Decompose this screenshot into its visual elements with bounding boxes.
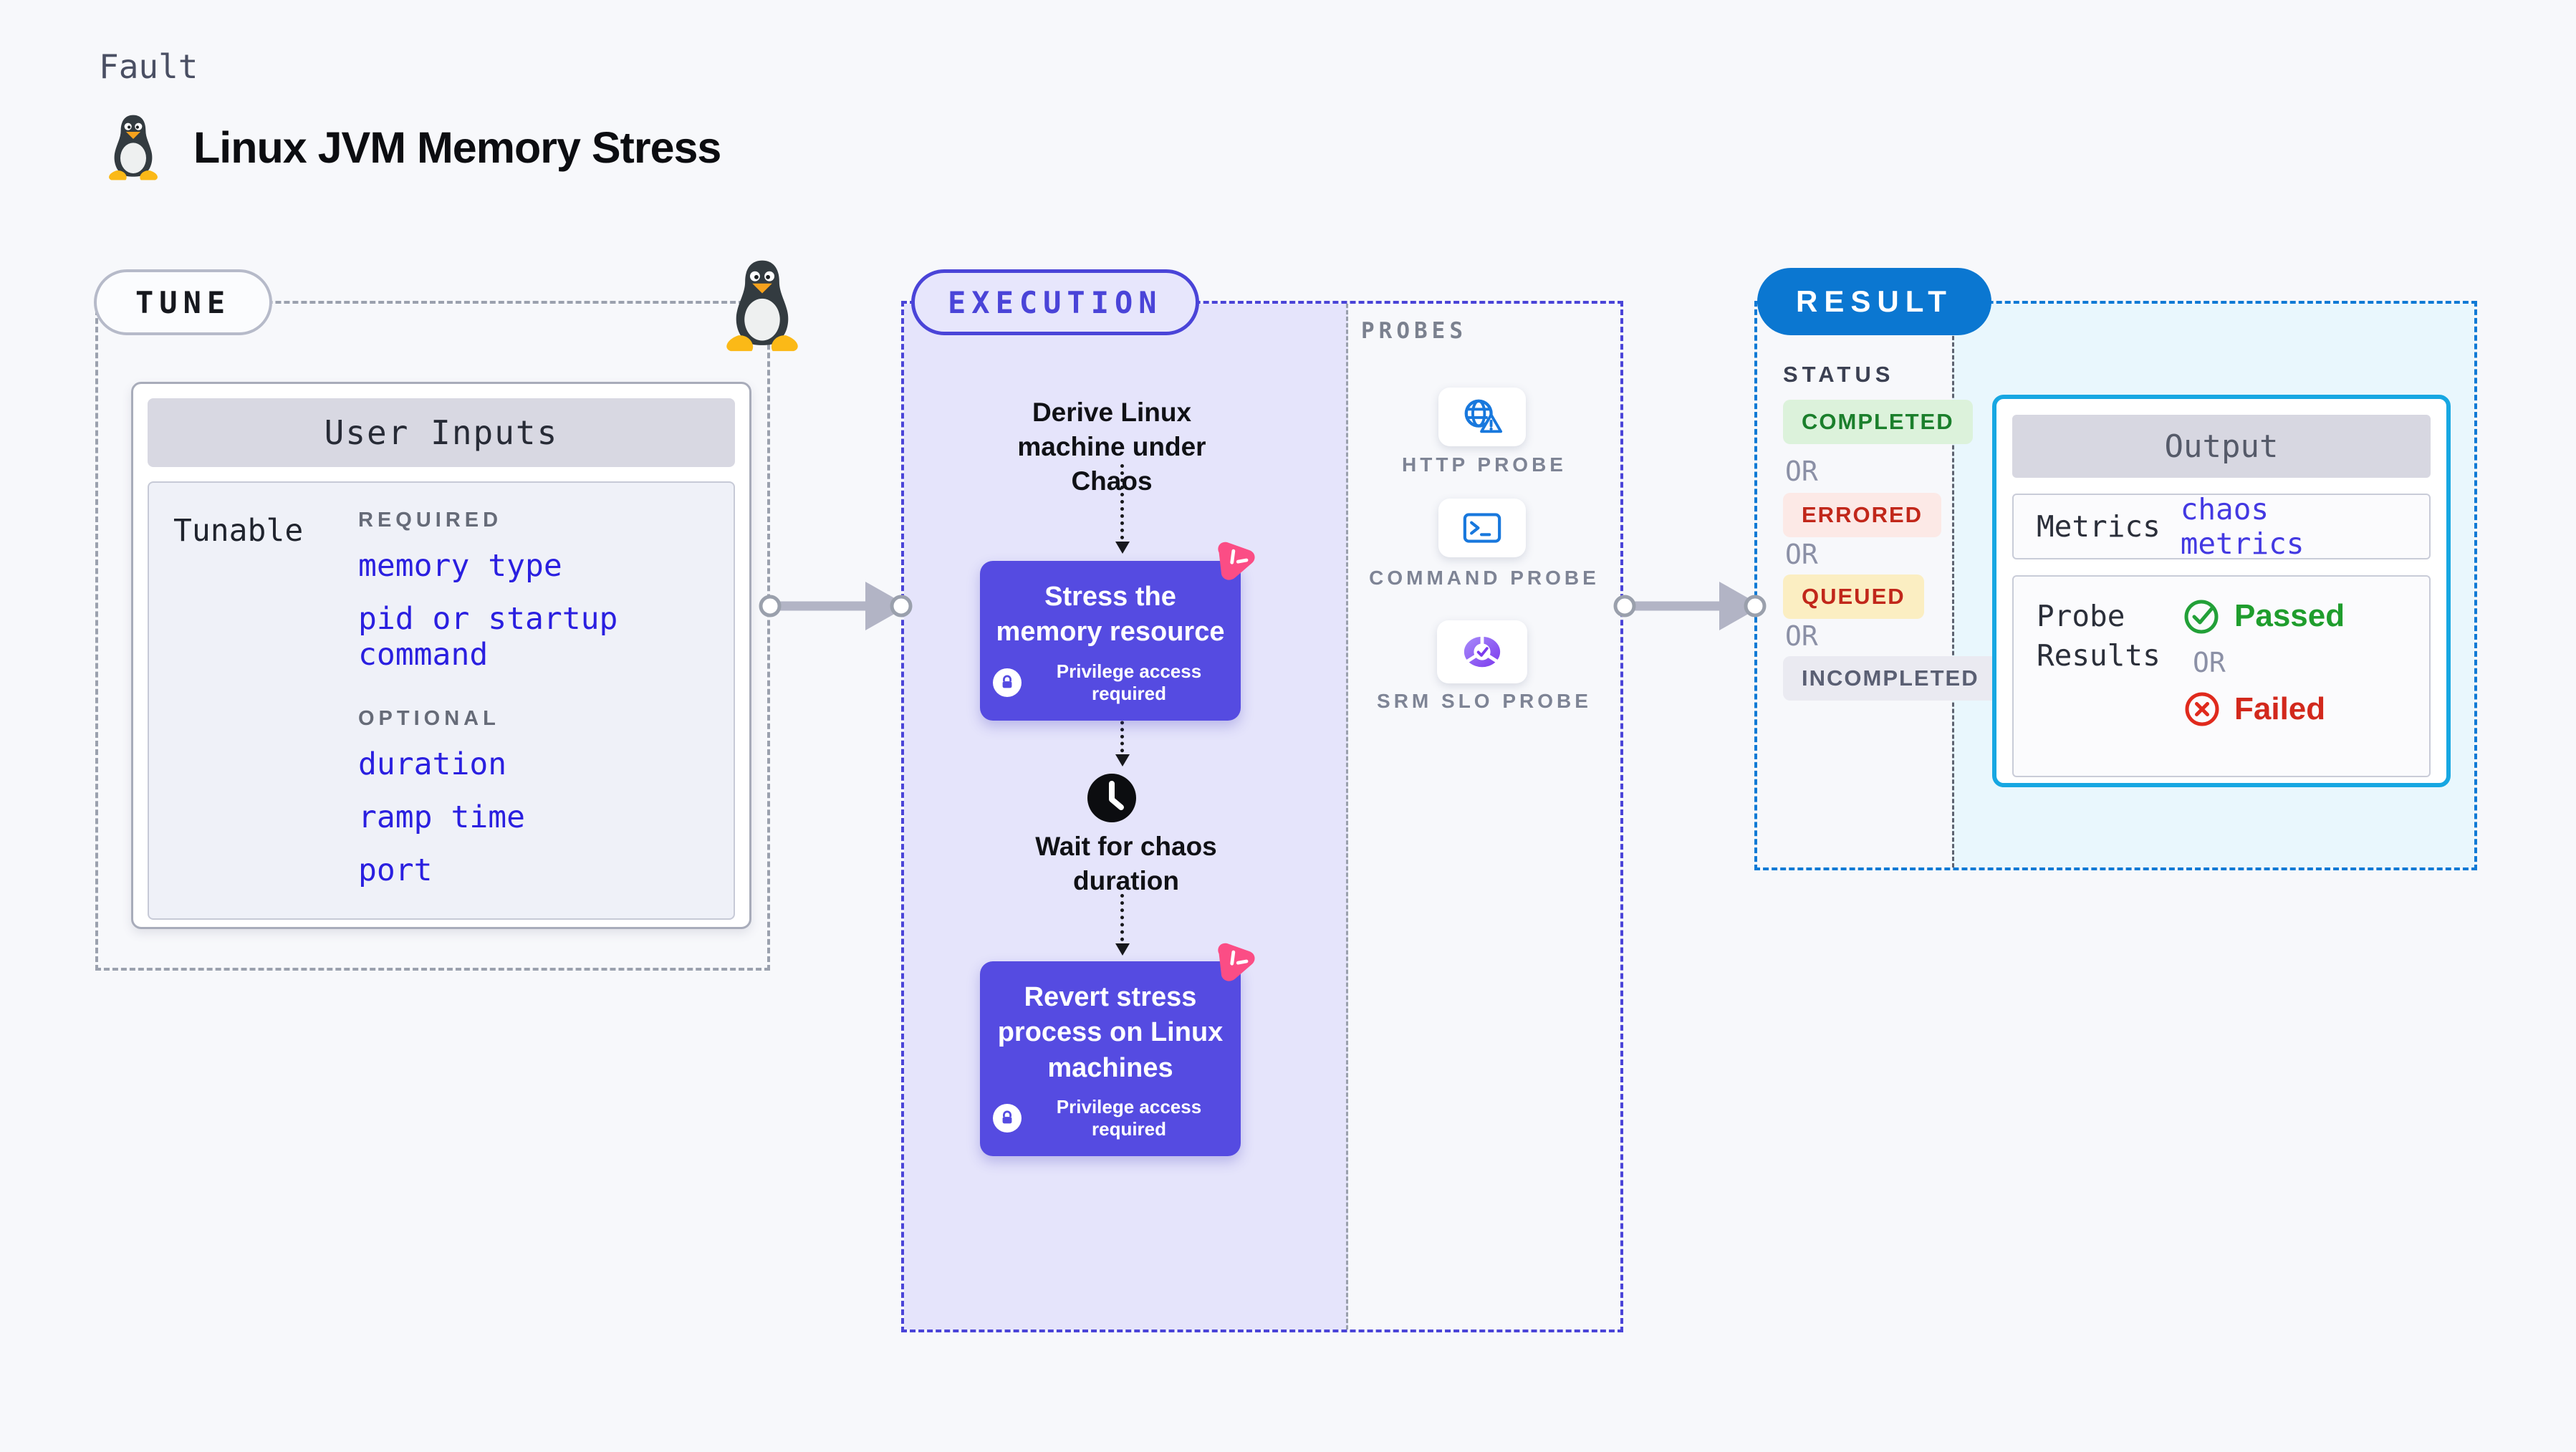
stress-action-label: Stress the memory resource: [996, 582, 1225, 648]
privilege-note-text: Privilege access required: [1056, 660, 1202, 704]
srm-slo-probe-label: SRM SLO PROBE: [1377, 690, 1592, 712]
arrow-execution-to-result: [1613, 582, 1767, 630]
http-probe-card: [1438, 388, 1526, 446]
terminal-icon: [1463, 513, 1501, 543]
revert-action-node: Revert stress process on Linux machines …: [980, 961, 1241, 1157]
result-badge: RESULT: [1757, 268, 1991, 335]
x-circle-icon: [2185, 692, 2219, 726]
metrics-row: Metrics chaos metrics: [2012, 492, 2431, 561]
chaos-metrics-link[interactable]: chaos metrics: [2180, 492, 2305, 561]
flow-arrow-down-2: [1115, 686, 1130, 766]
flow-arrow-down-3: [1115, 894, 1130, 956]
probe-results-or-label: OR: [2193, 647, 2226, 678]
arrow-tune-to-execution: [759, 582, 913, 630]
output-title: Output: [2012, 415, 2431, 478]
probe-results-values: Passed OR Failed: [2183, 597, 2345, 756]
lock-icon: [993, 668, 1022, 697]
globe-alert-icon: [1464, 399, 1503, 433]
status-or-label: OR: [1785, 620, 1818, 652]
privilege-note: Privilege access required: [993, 1096, 1228, 1140]
user-inputs-card: User Inputs Tunable REQUIRED memory type…: [131, 382, 751, 929]
stress-action-node: Stress the memory resource Privilege acc…: [980, 561, 1241, 721]
command-probe-label: COMMAND PROBE: [1369, 567, 1600, 589]
tune-section: [95, 301, 770, 971]
execution-badge: EXECUTION: [911, 269, 1199, 335]
check-circle-icon: [2184, 600, 2219, 634]
param-link-duration[interactable]: duration: [358, 746, 507, 782]
privilege-note: Privilege access required: [993, 660, 1228, 705]
lock-icon: [993, 1104, 1022, 1133]
probe-results-row: Probe Results Passed OR Failed: [2012, 575, 2431, 777]
page-title: Linux JVM Memory Stress: [193, 123, 721, 172]
linux-tux-corner-icon: [726, 260, 798, 352]
failed-line: Failed: [2183, 690, 2345, 729]
status-or-label: OR: [1785, 456, 1818, 487]
status-badge-errored: ERRORED: [1783, 493, 1942, 537]
command-probe-card: [1438, 499, 1526, 557]
param-link-memory-type[interactable]: memory type: [358, 548, 562, 584]
status-badge-queued: QUEUED: [1783, 574, 1924, 619]
fault-eyebrow: Fault: [99, 47, 198, 86]
chaos-fault-icon: [1218, 943, 1255, 981]
status-or-label: OR: [1785, 539, 1818, 570]
wait-step-label: Wait for chaos duration: [1035, 832, 1217, 896]
tunable-panel: Tunable REQUIRED memory type pid or star…: [148, 481, 735, 920]
metrics-label: Metrics: [2037, 509, 2161, 544]
revert-action-label: Revert stress process on Linux machines: [997, 982, 1224, 1083]
status-column-label: STATUS: [1783, 362, 1895, 387]
passed-label: Passed: [2234, 598, 2345, 633]
user-inputs-title: User Inputs: [148, 398, 735, 467]
slo-donut-icon: [1464, 635, 1501, 668]
probe-results-label: Probe Results: [2037, 599, 2161, 673]
srm-slo-probe-card: [1437, 620, 1527, 683]
required-section-label: REQUIRED: [358, 509, 503, 532]
flow-arrow-down-1: [1115, 464, 1130, 554]
param-link-pid-or-startup-command[interactable]: pid or startup command: [358, 601, 618, 673]
status-badge-completed: COMPLETED: [1783, 400, 1973, 444]
passed-line: Passed: [2183, 597, 2345, 635]
title-row: Linux JVM Memory Stress: [105, 113, 721, 182]
failed-label: Failed: [2234, 691, 2326, 726]
probes-section-label: PROBES: [1361, 318, 1467, 344]
tunable-label: Tunable: [173, 513, 304, 549]
tunable-params: REQUIRED memory type pid or startup comm…: [358, 509, 734, 905]
privilege-note-text: Privilege access required: [1056, 1096, 1202, 1140]
tune-badge: TUNE: [94, 269, 273, 335]
derive-step-label: Derive Linux machine under Chaos: [1017, 398, 1206, 496]
chaos-fault-icon: [1218, 542, 1255, 580]
linux-tux-icon: [109, 115, 158, 181]
param-link-port[interactable]: port: [358, 852, 433, 888]
param-link-ramp-time[interactable]: ramp time: [358, 799, 525, 835]
optional-section-label: OPTIONAL: [358, 707, 500, 730]
output-card: Output Metrics chaos metrics Probe Resul…: [1992, 395, 2451, 787]
http-probe-label: HTTP PROBE: [1402, 453, 1567, 476]
status-badge-incompleted: INCOMPLETED: [1783, 656, 1998, 701]
clock-icon: [1087, 774, 1136, 822]
